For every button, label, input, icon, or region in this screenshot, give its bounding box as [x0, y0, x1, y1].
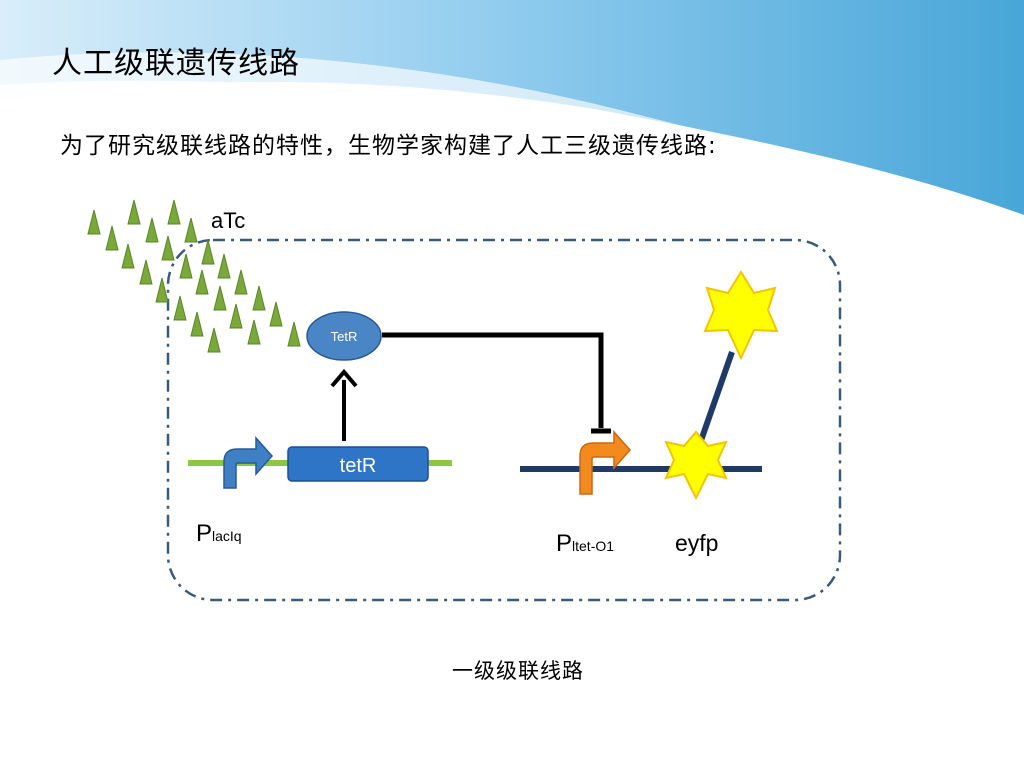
eyfp-star-large	[703, 270, 779, 361]
promoter2-subscript: ltet-O1	[572, 538, 615, 554]
slide-title: 人工级联遗传线路	[52, 46, 300, 81]
expression-arrowhead	[330, 368, 358, 388]
inducer-triangle	[173, 295, 187, 321]
inducer-triangle	[234, 269, 248, 295]
inducer-triangle	[229, 303, 243, 329]
inducer-triangle	[213, 285, 227, 311]
inducer-triangle	[190, 311, 204, 337]
tetr-gene-box	[287, 446, 429, 482]
inducer-triangle	[161, 235, 175, 261]
inducer-triangle	[105, 225, 119, 251]
promoter2-main: P	[556, 530, 573, 557]
promoter1-subscript: lacIq	[212, 528, 242, 544]
circuit-boundary	[166, 238, 842, 602]
inducer-triangle	[247, 319, 261, 345]
inducer-triangle	[252, 285, 266, 311]
inducer-triangle	[195, 269, 209, 295]
eyfp-star-small	[664, 430, 728, 501]
inducer-triangle	[184, 217, 198, 243]
inducer-triangle	[87, 209, 101, 235]
promoter1-label: PlacIq	[196, 520, 242, 548]
inducer-triangle	[287, 321, 301, 347]
inducer-triangle	[167, 199, 181, 225]
fluorescence-link	[694, 351, 735, 453]
eyfp-label: eyfp	[675, 530, 719, 556]
atc-label: aTc	[211, 208, 246, 233]
inducer-triangle	[207, 327, 221, 353]
diagram-caption: 一级级联线路	[452, 659, 584, 683]
tetr-gene-label: tetR	[340, 455, 377, 477]
inducer-triangle	[155, 277, 169, 303]
promoter1-main: P	[196, 520, 213, 547]
inducer-triangle	[269, 301, 283, 327]
repression-line	[382, 332, 604, 428]
promoter2-label: Pltet-O1	[556, 530, 614, 558]
promoter2-arrow	[579, 430, 632, 495]
inducer-triangle	[145, 217, 159, 243]
inducer-triangle	[139, 259, 153, 285]
inducer-triangle	[121, 243, 135, 269]
inducer-triangle	[179, 253, 193, 279]
inducer-triangle	[217, 253, 231, 279]
tetr-protein-label: TetR	[331, 329, 358, 344]
slide-subtitle: 为了研究级联线路的特性，生物学家构建了人工三级遗传线路:	[60, 133, 717, 159]
inducer-triangle	[201, 239, 215, 265]
tetr-protein	[306, 311, 382, 361]
atc-inducer-molecules	[87, 199, 301, 353]
promoter1-arrow	[223, 436, 274, 489]
inducer-triangle	[127, 199, 141, 225]
